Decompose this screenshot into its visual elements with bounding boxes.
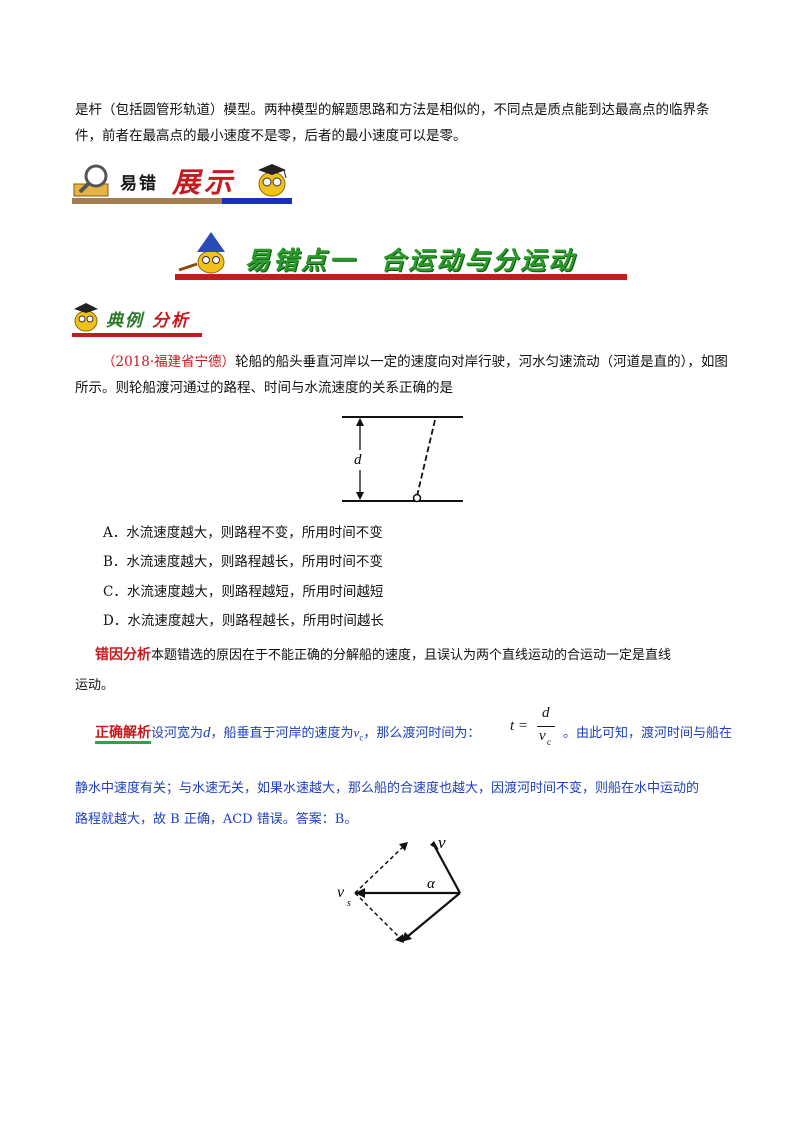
solution-rest: 静水中速度有关；与水速无关，如果水速越大，那么船的合速度也越大，因渡河时间不变，…: [75, 773, 730, 835]
error-analysis-label: 错因分析: [95, 647, 151, 663]
banner-error-point-graphic: [175, 232, 627, 280]
option-d: D．水流速度越大，则路程越长，所用时间越长: [103, 611, 384, 631]
solution-var-vc: v: [353, 725, 360, 740]
formula-fraction-bar: [537, 726, 555, 727]
intro-line-2: 件，前者在最高点的最小速度不是零，后者的最小速度可以是零。: [75, 128, 467, 144]
vector-v-label: v: [438, 833, 446, 852]
question-source: （2018·福建省宁德）: [102, 354, 236, 370]
option-d-text: 水流速度越大，则路程越长，所用时间越长: [127, 613, 384, 629]
vector-vs-label: v: [337, 884, 345, 901]
mascot-scholar-icon: [258, 164, 287, 197]
option-b-letter: B．: [103, 554, 127, 570]
vector-figure: v α v s: [335, 833, 465, 948]
question-text-line-1: 轮船的船头垂直河岸以一定的速度向对岸行驶，河水匀速流动（河道是直的），如图: [235, 354, 728, 370]
river-figure: d: [340, 412, 465, 507]
solution-sub-c: c: [359, 732, 364, 743]
error-analysis-text: 本题错选的原因在于不能正确的分解船的速度，且误认为两个直线运动的合运动一定是直线: [151, 648, 672, 663]
banner-error-display-part2: 展示: [172, 166, 237, 199]
solution-line-2: 静水中速度有关；与水速无关，如果水速越大，那么船的合速度也越大，因渡河时间不变，…: [75, 781, 700, 796]
river-diagram: d: [342, 416, 463, 503]
banner-example-part1: 典例: [106, 311, 144, 331]
wizard-mascot-icon: [178, 232, 225, 274]
solution-text-b: ，船垂直于河岸的速度为: [210, 726, 354, 741]
time-formula: t = d v c: [510, 705, 560, 751]
option-d-letter: D．: [103, 613, 128, 629]
banner-error-point-title: 易错点一 合运动与分运动: [245, 246, 577, 275]
solution-text-c: ，那么渡河时间为：: [363, 726, 481, 741]
intro-paragraph: 是杆（包括圆管形轨道）模型。两种模型的解题思路和方法是相似的，不同点是质点能到达…: [75, 97, 730, 149]
error-analysis-text-2: 运动。: [75, 678, 115, 693]
banner-error-display: 易错 展示: [72, 158, 292, 206]
solution-line-3: 路程就越大，故 B 正确，ACD 错误。答案：B。: [75, 812, 358, 827]
error-analysis: 错因分析本题错选的原因在于不能正确的分解船的速度，且误认为两个直线运动的合运动一…: [75, 640, 730, 701]
magnifier-book-icon: [73, 164, 109, 197]
formula-t: t =: [510, 718, 529, 734]
vector-vs-sub: s: [347, 898, 351, 909]
solution-text-a: 设河宽为: [151, 726, 204, 741]
mascot-graduate-icon: [74, 303, 98, 332]
banner-example-analysis-graphic: [72, 303, 202, 337]
option-b: B．水流速度越大，则路程越长，所用时间不变: [103, 552, 383, 572]
banner-example-analysis: 典例 分析: [72, 297, 202, 339]
question-paragraph: （2018·福建省宁德）轮船的船头垂直河岸以一定的速度向对岸行驶，河水匀速流动（…: [75, 349, 730, 401]
vector-diagram: v α v s: [337, 833, 461, 943]
formula-denominator-sub: c: [547, 737, 551, 747]
solution-label: 正确解析: [95, 722, 151, 744]
banner-error-display-part1: 易错: [120, 174, 158, 194]
option-c-letter: C．: [103, 584, 127, 600]
option-a-letter: A．: [103, 525, 127, 541]
option-c-text: 水流速度越大，则路程越短，所用时间越短: [126, 584, 384, 600]
banner-error-point-one: 易错点一 合运动与分运动: [175, 232, 627, 282]
option-a: A．水流速度越大，则路程不变，所用时间不变: [103, 523, 383, 543]
solution-text-d: 。由此可知，渡河时间与船在: [563, 726, 733, 741]
option-c: C．水流速度越大，则路程越短，所用时间越短: [103, 582, 383, 602]
formula-numerator: d: [542, 705, 550, 721]
vector-alpha-label: α: [427, 876, 436, 892]
question-text-line-2: 所示。则轮船渡河通过的路程、时间与水流速度的关系正确的是: [75, 380, 453, 396]
option-a-text: 水流速度越大，则路程不变，所用时间不变: [126, 525, 383, 541]
formula-denominator: v: [539, 728, 546, 744]
intro-line-1: 是杆（包括圆管形轨道）模型。两种模型的解题思路和方法是相似的，不同点是质点能到达…: [75, 102, 710, 118]
option-b-text: 水流速度越大，则路程越长，所用时间不变: [126, 554, 383, 570]
river-width-label: d: [354, 452, 362, 468]
solution-line-1: 正确解析设河宽为d，船垂直于河岸的速度为vc，那么渡河时间为：: [95, 722, 481, 744]
banner-example-part2: 分析: [152, 311, 190, 331]
banner-error-display-graphic: [72, 164, 292, 204]
solution-var-d: d: [203, 725, 211, 741]
